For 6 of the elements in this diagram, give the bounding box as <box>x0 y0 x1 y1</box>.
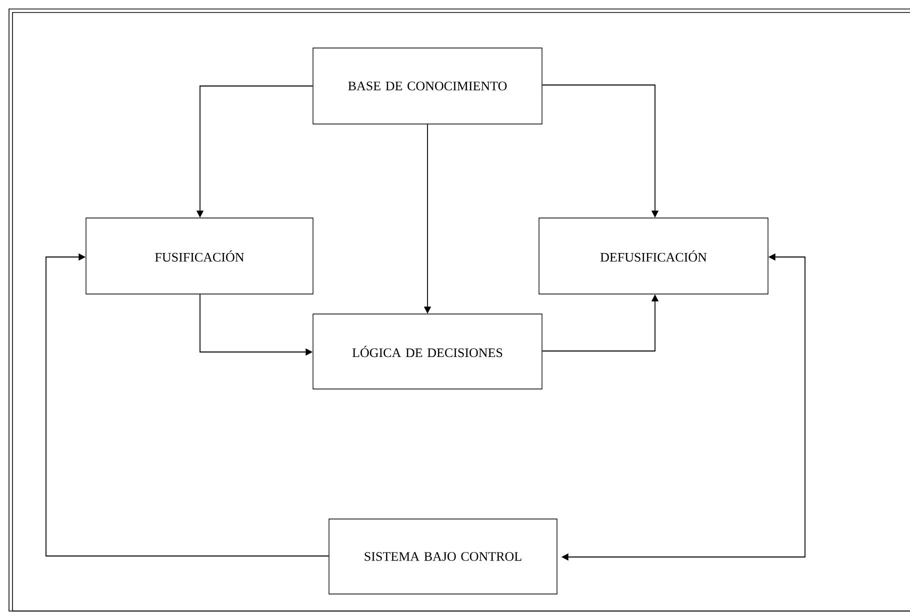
process-box: DEFUSIFICACIÓN <box>538 218 768 294</box>
arrow <box>46 253 330 556</box>
process-box: LÓGICA DE DECISIONES <box>312 314 542 390</box>
process-box: BASE DE CONOCIMIENTO <box>312 48 542 124</box>
process-box: FUSIFICACIÓN <box>86 218 314 294</box>
process-box: SISTEMA BAJO CONTROL <box>328 518 558 594</box>
